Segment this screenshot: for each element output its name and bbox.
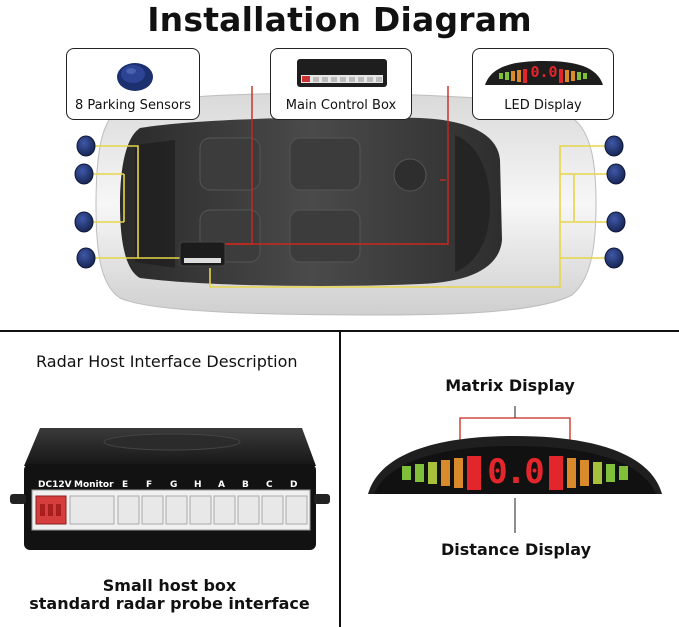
power-wiring — [220, 86, 449, 245]
callout-sensors: 8 Parking Sensors — [66, 48, 200, 120]
control-box-icon — [297, 59, 387, 87]
parking-sensor-icon — [117, 63, 153, 91]
port-label-dc12v: DC12V — [38, 480, 72, 490]
led-display — [368, 406, 662, 533]
section-divider-vertical — [339, 330, 341, 627]
port-label-f: F — [146, 480, 153, 490]
port-label-e: E — [122, 480, 129, 490]
car-diagram — [74, 86, 626, 316]
port-label-monitor: Monitor — [74, 480, 114, 490]
port-label-c: C — [266, 480, 273, 490]
callout-led-display: 0.0 LED Display — [472, 48, 614, 120]
distance-display-label: Distance Display — [441, 540, 591, 559]
page-title: Installation Diagram — [147, 0, 532, 39]
host-caption-line1: Small host box — [102, 576, 237, 595]
matrix-display-label: Matrix Display — [445, 376, 575, 395]
callout-led-readout: 0.0 — [530, 63, 558, 81]
led-display-icon — [485, 61, 603, 85]
host-caption-line2: standard radar probe interface — [29, 594, 310, 613]
callout-control-box-label: Main Control Box — [285, 98, 397, 113]
probe-ports — [69, 495, 308, 525]
port-label-a: A — [218, 480, 225, 490]
host-box — [10, 428, 330, 550]
callout-control-box: Main Control Box — [270, 48, 412, 120]
car-seats — [199, 137, 427, 263]
host-section-title: Radar Host Interface Description — [36, 352, 298, 371]
left-sensors — [74, 135, 96, 269]
port-label-d: D — [290, 480, 298, 490]
right-sensors — [604, 135, 626, 269]
callout-led-display-label: LED Display — [504, 98, 582, 113]
callout-sensors-label: 8 Parking Sensors — [74, 98, 192, 113]
distance-readout: 0.0 — [487, 452, 544, 492]
port-label-b: B — [242, 480, 249, 490]
port-label-g: G — [170, 480, 178, 490]
port-label-h: H — [194, 480, 202, 490]
car-control-box — [179, 241, 226, 267]
